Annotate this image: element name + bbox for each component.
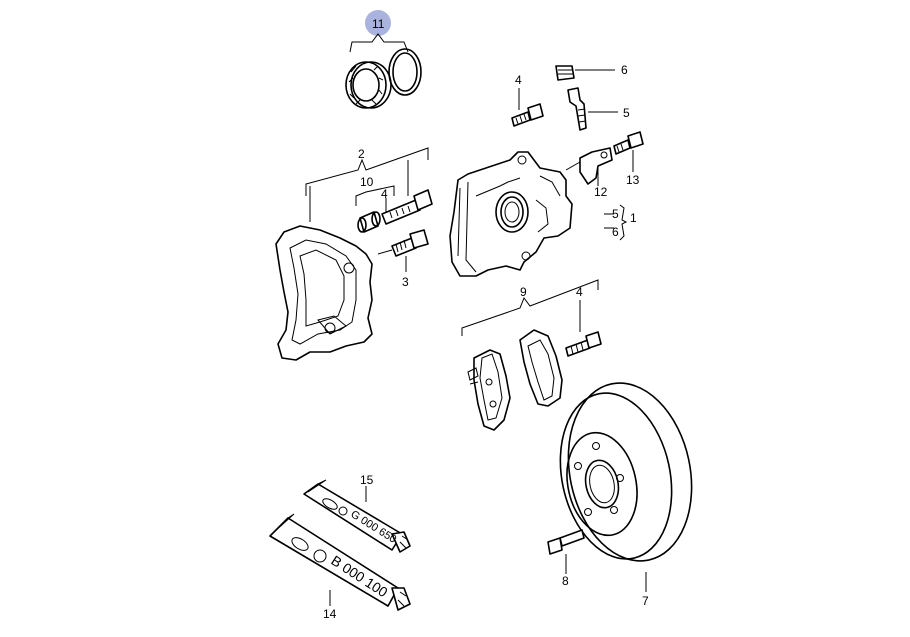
- label-14: 14: [323, 607, 337, 621]
- part-11-seal-kit[interactable]: 11: [345, 10, 422, 109]
- part-9-brake-pads[interactable]: 9: [461, 279, 599, 431]
- part-12-bracket[interactable]: 12: [565, 147, 613, 199]
- part-2-group: 2: [305, 147, 429, 222]
- part-7-brake-disc[interactable]: 7: [546, 371, 708, 608]
- part-11-highlight: [365, 10, 391, 36]
- label-13: 13: [626, 173, 640, 187]
- label-4-pad: 4: [576, 285, 583, 299]
- label-11: 11: [372, 17, 385, 31]
- part-10-bushing[interactable]: 10: [355, 175, 395, 233]
- label-4-top: 4: [515, 73, 522, 87]
- part-6-bleeder-cap[interactable]: 6: [555, 63, 628, 81]
- part-2-caliper-carrier[interactable]: [275, 225, 373, 361]
- label-8: 8: [562, 574, 569, 588]
- label-3: 3: [402, 275, 409, 289]
- part-3-bolt[interactable]: 3: [377, 229, 429, 289]
- part-1-brake-caliper[interactable]: 5 6 1: [449, 151, 637, 277]
- label-5-bracket: 5: [612, 207, 619, 221]
- label-15: 15: [360, 473, 374, 487]
- label-6-top: 6: [621, 63, 628, 77]
- label-6-bracket: 6: [612, 225, 619, 239]
- part-4-guide-pin[interactable]: 4: [381, 187, 433, 225]
- part-13-bolt[interactable]: 13: [613, 131, 644, 187]
- label-4-pin: 4: [381, 187, 388, 201]
- part-5-bleeder-valve[interactable]: 5: [567, 87, 630, 131]
- part-4-bolt-pad[interactable]: 4: [565, 285, 602, 357]
- label-5-top: 5: [623, 106, 630, 120]
- label-12: 12: [594, 185, 608, 199]
- label-10: 10: [360, 175, 374, 189]
- label-7: 7: [642, 594, 649, 608]
- label-2: 2: [358, 147, 365, 161]
- label-1: 1: [630, 211, 637, 225]
- label-9: 9: [520, 285, 527, 299]
- part-8-disc-screw[interactable]: 8: [547, 529, 585, 588]
- part-4-bolt-top[interactable]: 4: [511, 73, 544, 127]
